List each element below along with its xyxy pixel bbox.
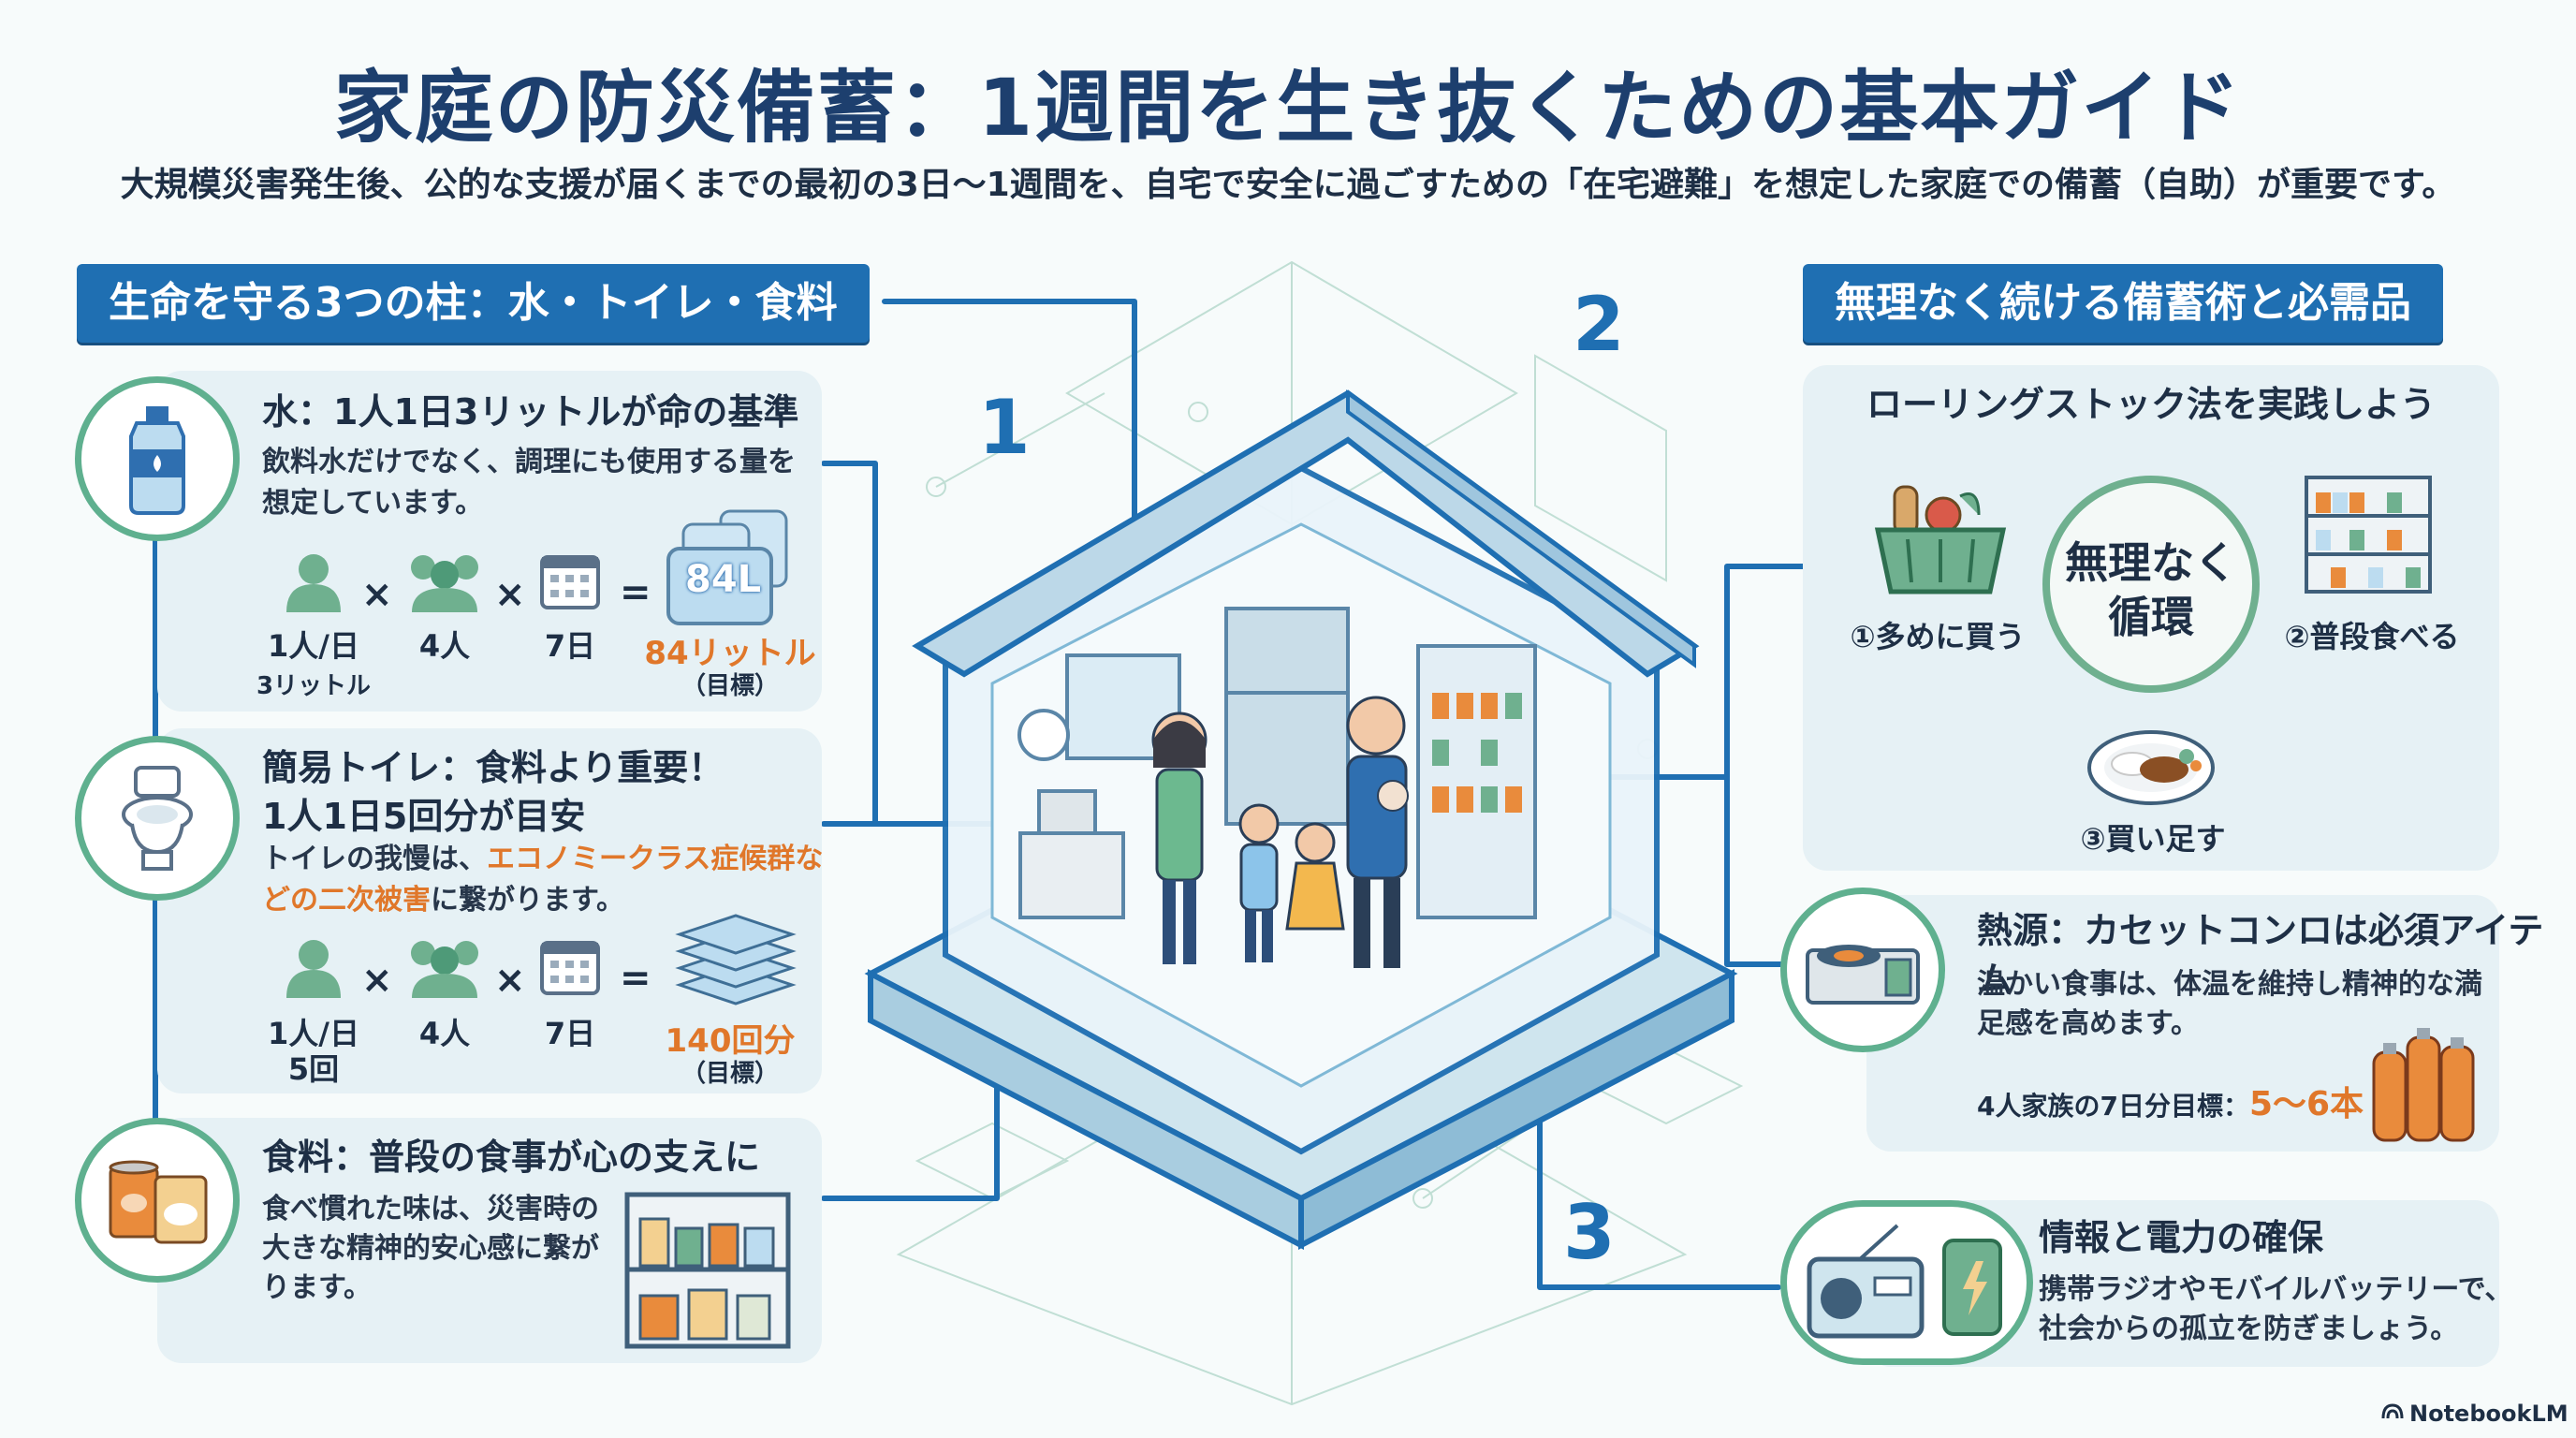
- left-section-header: 生命を守る3つの柱：水・トイレ・食料: [77, 264, 870, 343]
- food-body-line3: ります。: [262, 1271, 372, 1304]
- heat-body-line1: 温かい食事は、体温を維持し精神的な満: [1977, 968, 2482, 1001]
- toilet-result-note: （目標）: [681, 1060, 779, 1088]
- times-sign: ×: [494, 959, 526, 1002]
- water-result: 84リットル: [644, 635, 816, 672]
- jug-label: 84L: [685, 558, 762, 601]
- notebooklm-logo-icon: [2381, 1403, 2404, 1424]
- shopping-basket-icon: [1870, 477, 2011, 603]
- meal-plate-icon: [2086, 723, 2217, 811]
- toilet-highlight: どの二次被害: [262, 884, 431, 917]
- rolling-step-3: ③買い足す: [2080, 821, 2226, 857]
- heat-goal: 4人家族の7日分目標：5〜6本: [1977, 1077, 2364, 1125]
- toilet-icon: [75, 736, 240, 901]
- equals-sign: =: [620, 957, 651, 1000]
- radio-battery-icon: [1780, 1200, 2033, 1365]
- toilet-result: 140回分: [665, 1022, 796, 1060]
- toilet-title-line2: 1人1日5回分が目安: [262, 796, 586, 837]
- food-body-line2: 大きな精神的安心感に繋が: [262, 1232, 599, 1265]
- toilet-body-text: に繋がります。: [431, 884, 624, 917]
- toilet-per-person-label: 1人/日: [268, 1016, 359, 1051]
- calendar-icon: [539, 549, 601, 614]
- person-icon: [281, 552, 346, 618]
- food-body-line1: 食べ慣れた味は、災害時の: [262, 1193, 599, 1225]
- water-title: 水：1人1日3リットルが命の基準: [262, 391, 799, 433]
- water-jugs-icon: [665, 506, 805, 631]
- heat-body-line2: 足感を高めます。: [1977, 1007, 2199, 1040]
- group-icon: [404, 934, 485, 1004]
- cycle-center-line1: 無理なく: [2065, 537, 2237, 588]
- water-body-line1: 飲料水だけでなく、調理にも使用する量を: [262, 446, 796, 478]
- toilet-card: [157, 728, 822, 1093]
- rolling-stock-title: ローリングストック法を実践しよう: [1866, 384, 2436, 425]
- brand-name: NotebookLM: [2409, 1401, 2569, 1427]
- toilet-body-line1: トイレの我慢は、エコノミークラス症候群な: [262, 839, 823, 880]
- cycle-center-text: 無理なく循環: [2042, 536, 2260, 644]
- canned-food-icon: [75, 1118, 240, 1283]
- heat-goal-value: 5〜6本: [2248, 1085, 2364, 1123]
- heat-title: 熱源：カセットコンロは必須アイテム: [1977, 910, 2544, 1000]
- marker-number-1: 1: [978, 384, 1031, 471]
- times-sign: ×: [494, 573, 526, 616]
- water-body-line2: 想定しています。: [262, 487, 484, 520]
- food-title: 食料：普段の食事が心の支えに: [262, 1137, 761, 1178]
- rolling-step-1: ①多めに買う: [1850, 619, 2026, 654]
- toilet-days-label: 7日: [544, 1016, 596, 1051]
- water-per-person-label: 1人/日: [268, 628, 359, 664]
- marker-number-2: 2: [1573, 281, 1625, 368]
- cassette-stove-icon: [1780, 888, 1945, 1052]
- water-days-label: 7日: [544, 628, 596, 664]
- info-title: 情報と電力の確保: [2039, 1217, 2324, 1258]
- water-per-person-sub: 3リットル: [256, 672, 372, 700]
- times-sign: ×: [361, 959, 393, 1002]
- page-subtitle: 大規模災害発生後、公的な支援が届くまでの最初の3日〜1週間を、自宅で安全に過ごす…: [120, 166, 2456, 204]
- rolling-step-2: ②普段食べる: [2284, 619, 2460, 654]
- toilet-body-line2: どの二次被害に繋がります。: [262, 880, 624, 921]
- toilet-bags-icon: [670, 910, 801, 1017]
- person-icon: [281, 938, 346, 1004]
- heat-goal-label: 4人家族の7日分目標：: [1977, 1091, 2249, 1122]
- toilet-highlight: エコノミークラス症候群な: [487, 843, 824, 875]
- toilet-people-label: 4人: [418, 1016, 471, 1051]
- group-icon: [404, 549, 485, 618]
- gas-canister-icon: [2366, 1024, 2479, 1150]
- toilet-body-text: トイレの我慢は、: [262, 843, 487, 875]
- brand-mark: NotebookLM: [2381, 1401, 2569, 1427]
- page-title: 家庭の防災備蓄：1週間を生き抜くための基本ガイド: [333, 62, 2243, 154]
- storage-shelf-icon: [2303, 474, 2434, 599]
- toilet-per-person-sub: 5回: [287, 1051, 340, 1087]
- times-sign: ×: [361, 573, 393, 616]
- pantry-shelf-icon: [623, 1191, 792, 1354]
- calendar-icon: [539, 934, 601, 1000]
- right-section-header: 無理なく続ける備蓄術と必需品: [1803, 264, 2443, 343]
- info-body-line1: 携帯ラジオやモバイルバッテリーで、: [2039, 1273, 2513, 1306]
- marker-number-3: 3: [1563, 1189, 1616, 1276]
- water-people-label: 4人: [418, 628, 471, 664]
- equals-sign: =: [620, 571, 651, 614]
- water-bottle-icon: [75, 376, 240, 541]
- toilet-title-line1: 簡易トイレ：食料より重要！: [262, 747, 724, 788]
- info-body-line2: 社会からの孤立を防ぎましょう。: [2039, 1313, 2459, 1345]
- water-result-note: （目標）: [681, 672, 779, 700]
- cycle-center-line2: 循環: [2108, 592, 2194, 642]
- cycle-circle: [2042, 476, 2260, 693]
